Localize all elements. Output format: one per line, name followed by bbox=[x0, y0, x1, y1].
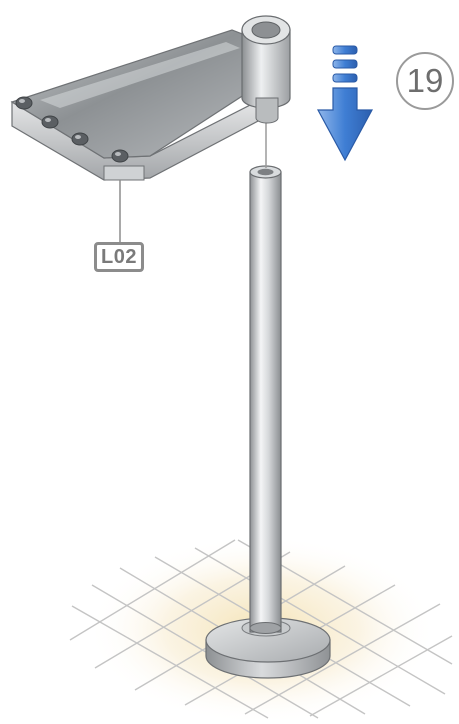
vertical-pole bbox=[250, 166, 281, 634]
triangular-bracket bbox=[12, 16, 290, 180]
push-down-arrow-icon bbox=[318, 46, 372, 160]
part-label: L02 bbox=[94, 242, 144, 272]
step-number: 19 bbox=[398, 54, 452, 108]
step-number-badge: 19 bbox=[396, 52, 454, 110]
